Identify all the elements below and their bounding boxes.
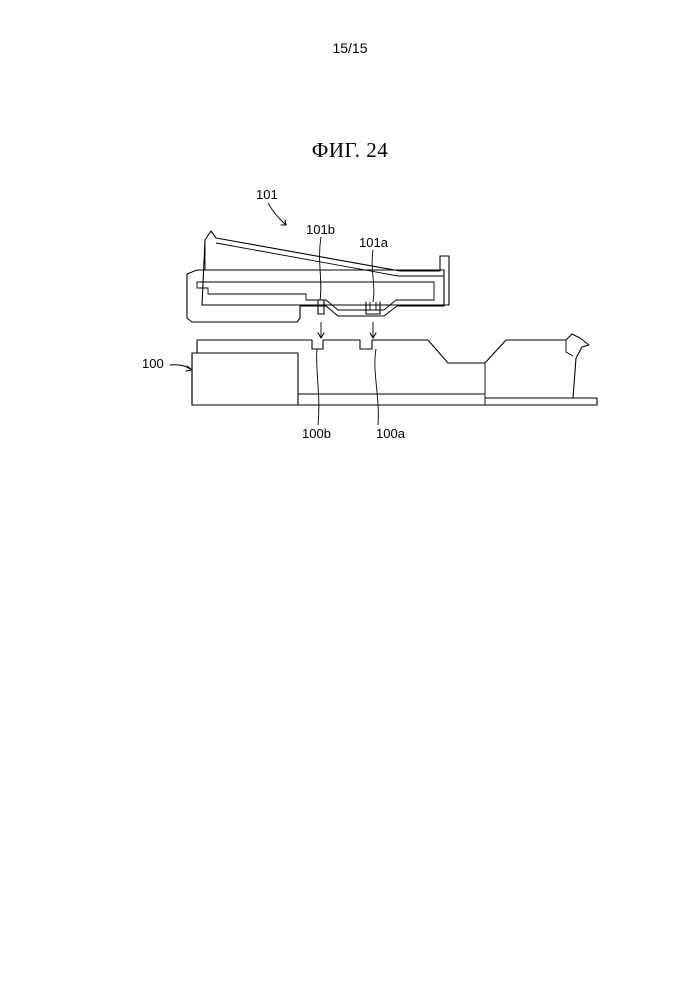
label-100: 100	[142, 356, 164, 371]
label-101b: 101b	[306, 222, 335, 237]
upper-component-101	[187, 231, 449, 322]
annotations	[170, 203, 378, 425]
lower-component-end-detail	[566, 340, 573, 356]
projection-101b	[318, 300, 324, 314]
leader-100b	[317, 349, 319, 425]
upper-component-housing	[187, 270, 444, 322]
leader-101b	[320, 237, 321, 300]
label-101: 101	[256, 187, 278, 202]
lower-component-block	[192, 353, 298, 405]
label-101a: 101a	[359, 235, 389, 250]
label-100b: 100b	[302, 426, 331, 441]
leader-100a	[375, 349, 378, 425]
projection-101a	[366, 302, 380, 314]
leader-101a	[372, 250, 374, 302]
label-100a: 100a	[376, 426, 406, 441]
projection-101a-inner	[370, 302, 376, 310]
leader-101	[268, 203, 286, 225]
lower-component-100	[192, 334, 597, 405]
